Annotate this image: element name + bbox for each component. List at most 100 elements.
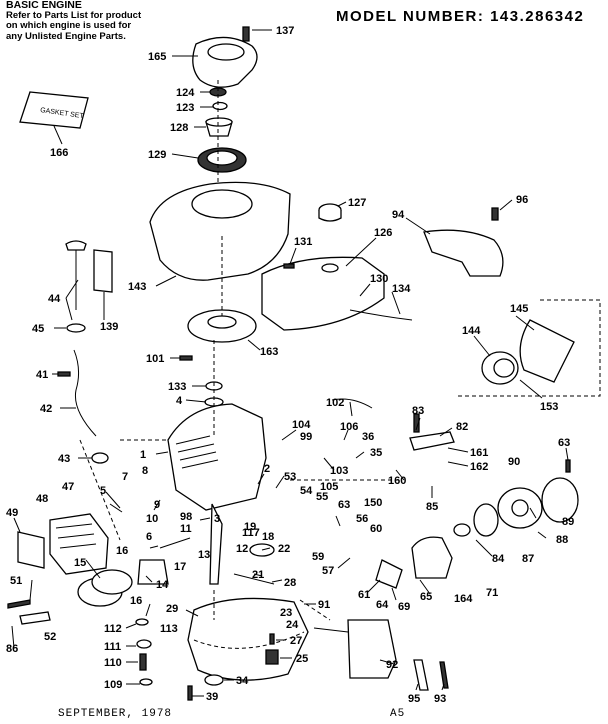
callout: 98 — [180, 511, 192, 523]
part-bracket-94 — [423, 229, 504, 277]
callout: 5 — [100, 485, 106, 497]
callout: 133 — [168, 381, 186, 393]
callout: 65 — [420, 591, 432, 603]
callout: 92 — [386, 659, 398, 671]
callout: 112 — [104, 623, 122, 635]
callout: 163 — [260, 346, 278, 358]
callout: 69 — [398, 601, 410, 613]
footer-page: A5 — [390, 708, 406, 720]
callout: 42 — [40, 403, 52, 415]
callout: 11 — [180, 523, 192, 535]
callout: 89 — [562, 516, 574, 528]
part-blower-housing-143 — [149, 181, 291, 281]
part-screw-51 — [7, 599, 31, 609]
part-cylinder-block-1 — [167, 403, 267, 511]
part-screw-96 — [491, 207, 499, 221]
part-screw-63 — [565, 459, 571, 473]
footer-date: SEPTEMBER, 1978 — [58, 708, 173, 720]
callout-numbers: 137 165 124 123 128 129 166 127 96 94 13… — [6, 25, 574, 705]
callout: 4 — [176, 395, 183, 407]
part-muffler-92 — [347, 619, 397, 679]
part-cylinder-head-48 — [49, 513, 109, 575]
part-decal-139 — [93, 249, 113, 293]
callout: 28 — [284, 577, 296, 589]
part-fuel-line-134 — [349, 309, 413, 321]
callout: 110 — [104, 657, 122, 669]
part-gasket-84 — [453, 523, 471, 537]
callout: 39 — [206, 691, 218, 703]
part-screw-41 — [57, 371, 71, 377]
callout: 103 — [330, 465, 348, 477]
callout: 27 — [290, 635, 302, 647]
callout: 16 — [130, 595, 142, 607]
diagram-title: BASIC ENGINE — [6, 0, 82, 11]
callout: 124 — [176, 87, 195, 99]
callout: 126 — [374, 227, 392, 239]
callout: 12 — [236, 543, 248, 555]
part-gasket-set-166: GASKET SET — [19, 91, 89, 129]
callout: 25 — [296, 653, 308, 665]
part-governor-lever-82 — [409, 431, 455, 451]
callout: 7 — [122, 471, 128, 483]
alignment-lines — [79, 80, 601, 621]
part-carburetor-164 — [411, 536, 453, 579]
callout: 53 — [284, 471, 296, 483]
callout: 10 — [146, 513, 158, 525]
callout: 41 — [36, 369, 48, 381]
callout: 71 — [486, 587, 498, 599]
part-crankshaft-13 — [209, 503, 223, 585]
callout: 139 — [100, 321, 118, 333]
callout: 166 — [50, 147, 68, 159]
callout: 85 — [426, 501, 438, 513]
model-number-heading: MODEL NUMBER: 143.286342 — [336, 8, 584, 25]
callout: 24 — [286, 619, 299, 631]
part-muffler-pipe — [313, 627, 349, 633]
callout: 127 — [348, 197, 366, 209]
callout: 36 — [362, 431, 374, 443]
callout: 9 — [154, 499, 160, 511]
part-seal-109 — [139, 678, 153, 686]
callout: 143 — [128, 281, 146, 293]
callout: 29 — [166, 603, 178, 615]
callout: 111 — [104, 641, 121, 653]
note-line-1: Refer to Parts List for product — [6, 9, 142, 21]
part-screen-90 — [541, 477, 579, 523]
callout: 145 — [510, 303, 528, 315]
part-screw-83 — [413, 413, 420, 433]
part-air-cleaner-cover-145 — [519, 319, 575, 383]
part-shaft-28 — [233, 573, 275, 585]
callout: 93 — [434, 693, 446, 705]
callout: 137 — [276, 25, 294, 37]
callout: 45 — [32, 323, 44, 335]
callout: 129 — [148, 149, 166, 161]
part-pulley-87 — [473, 503, 499, 537]
callout: 130 — [370, 273, 388, 285]
callout: 2 — [264, 463, 270, 475]
callout: 131 — [294, 236, 312, 248]
callout: 63 — [338, 499, 350, 511]
callout: 51 — [10, 575, 22, 587]
callout: 91 — [318, 599, 330, 611]
callout: 101 — [146, 353, 164, 365]
part-piston-14 — [137, 559, 169, 585]
callout: 90 — [508, 456, 520, 468]
callout: 165 — [148, 51, 166, 63]
part-washer-123 — [212, 101, 228, 111]
callout: 134 — [392, 283, 411, 295]
callout: 160 — [388, 475, 406, 487]
callout: 87 — [522, 553, 534, 565]
callout: 34 — [236, 675, 249, 687]
callout: 104 — [292, 419, 311, 431]
part-oil-fill-tube-42 — [73, 349, 97, 437]
callout: 123 — [176, 102, 194, 114]
callout: 153 — [540, 401, 558, 413]
callout: 17 — [174, 561, 186, 573]
callout: 44 — [48, 293, 61, 305]
callout: 128 — [170, 122, 188, 134]
callout: 48 — [36, 493, 48, 505]
callout: 19 — [244, 521, 256, 533]
callout: 21 — [252, 569, 264, 581]
callout: 150 — [364, 497, 382, 509]
callout: 59 — [312, 551, 324, 563]
callout: 94 — [392, 209, 405, 221]
